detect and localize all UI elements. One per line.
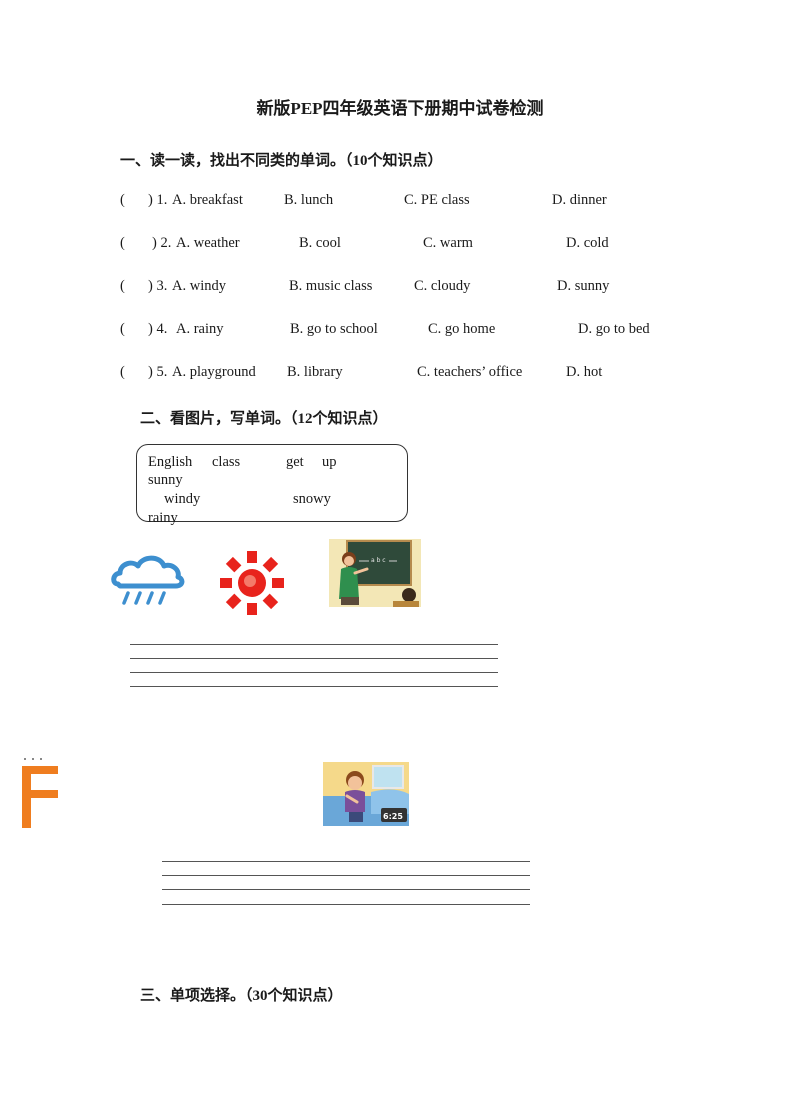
option-a: A. weather — [176, 235, 240, 251]
answer-line[interactable] — [162, 904, 530, 905]
word-bank-word: rainy — [148, 510, 178, 526]
boy-getting-up-picture: 6:25 — [323, 762, 409, 826]
option-a: A. playground — [172, 364, 256, 380]
answer-paren-open: ( — [120, 321, 125, 337]
word-bank-word: class — [212, 454, 241, 470]
answer-paren-open: ( — [120, 192, 125, 208]
option-b: B. lunch — [284, 192, 334, 208]
option-b: B. library — [287, 364, 343, 380]
option-c: C. warm — [423, 235, 473, 251]
question-number: ) 5. — [148, 364, 168, 380]
question-number: ) 1. — [148, 192, 168, 208]
option-c: C. cloudy — [414, 278, 471, 294]
option-a: A. rainy — [176, 321, 224, 337]
clock-time-text: 6:25 — [383, 812, 403, 821]
section-2-heading: 二、看图片，写单词。（12个知识点） — [140, 411, 388, 427]
question-number: ) 2. — [152, 235, 172, 251]
answer-paren-open: ( — [120, 235, 125, 251]
section-3-heading: 三、单项选择。（30个知识点） — [140, 988, 343, 1004]
option-b: B. cool — [299, 235, 341, 251]
option-c: C. go home — [428, 321, 496, 337]
word-bank-word: get — [286, 454, 304, 470]
word-bank-word: up — [322, 454, 337, 470]
answer-line[interactable] — [162, 861, 530, 862]
word-bank-word: sunny — [148, 472, 183, 488]
option-a: A. windy — [172, 278, 226, 294]
logo-icon — [22, 758, 58, 828]
option-d: D. dinner — [552, 192, 607, 208]
board-text: a b c — [371, 557, 386, 564]
answer-line[interactable] — [162, 875, 530, 876]
word-bank-word: snowy — [293, 491, 331, 507]
question-number: ) 4. — [148, 321, 168, 337]
answer-line[interactable] — [130, 644, 498, 645]
word-bank-word: windy — [164, 491, 201, 507]
answer-paren-open: ( — [120, 278, 125, 294]
option-c: C. PE class — [404, 192, 470, 208]
option-d: D. go to bed — [578, 321, 650, 337]
section-1-heading: 一、读一读，找出不同类的单词。（10个知识点） — [120, 153, 443, 169]
page-title: 新版PEP四年级英语下册期中试卷检测 — [256, 99, 544, 118]
answer-line[interactable] — [162, 889, 530, 890]
answer-line[interactable] — [130, 672, 498, 673]
option-a: A. breakfast — [172, 192, 243, 208]
option-b: B. go to school — [290, 321, 378, 337]
answer-line[interactable] — [130, 658, 498, 659]
rain-cloud-icon — [111, 555, 185, 605]
sun-icon — [220, 551, 284, 615]
option-c: C. teachers’ office — [417, 364, 523, 380]
word-bank-box — [136, 444, 408, 522]
option-d: D. hot — [566, 364, 603, 380]
option-d: D. cold — [566, 235, 609, 251]
teacher-classroom-picture: a b c — [329, 539, 421, 607]
answer-line[interactable] — [130, 686, 498, 687]
option-d: D. sunny — [557, 278, 610, 294]
answer-paren-open: ( — [120, 364, 125, 380]
question-number: ) 3. — [148, 278, 168, 294]
word-bank-word: English — [148, 454, 193, 470]
option-b: B. music class — [289, 278, 373, 294]
